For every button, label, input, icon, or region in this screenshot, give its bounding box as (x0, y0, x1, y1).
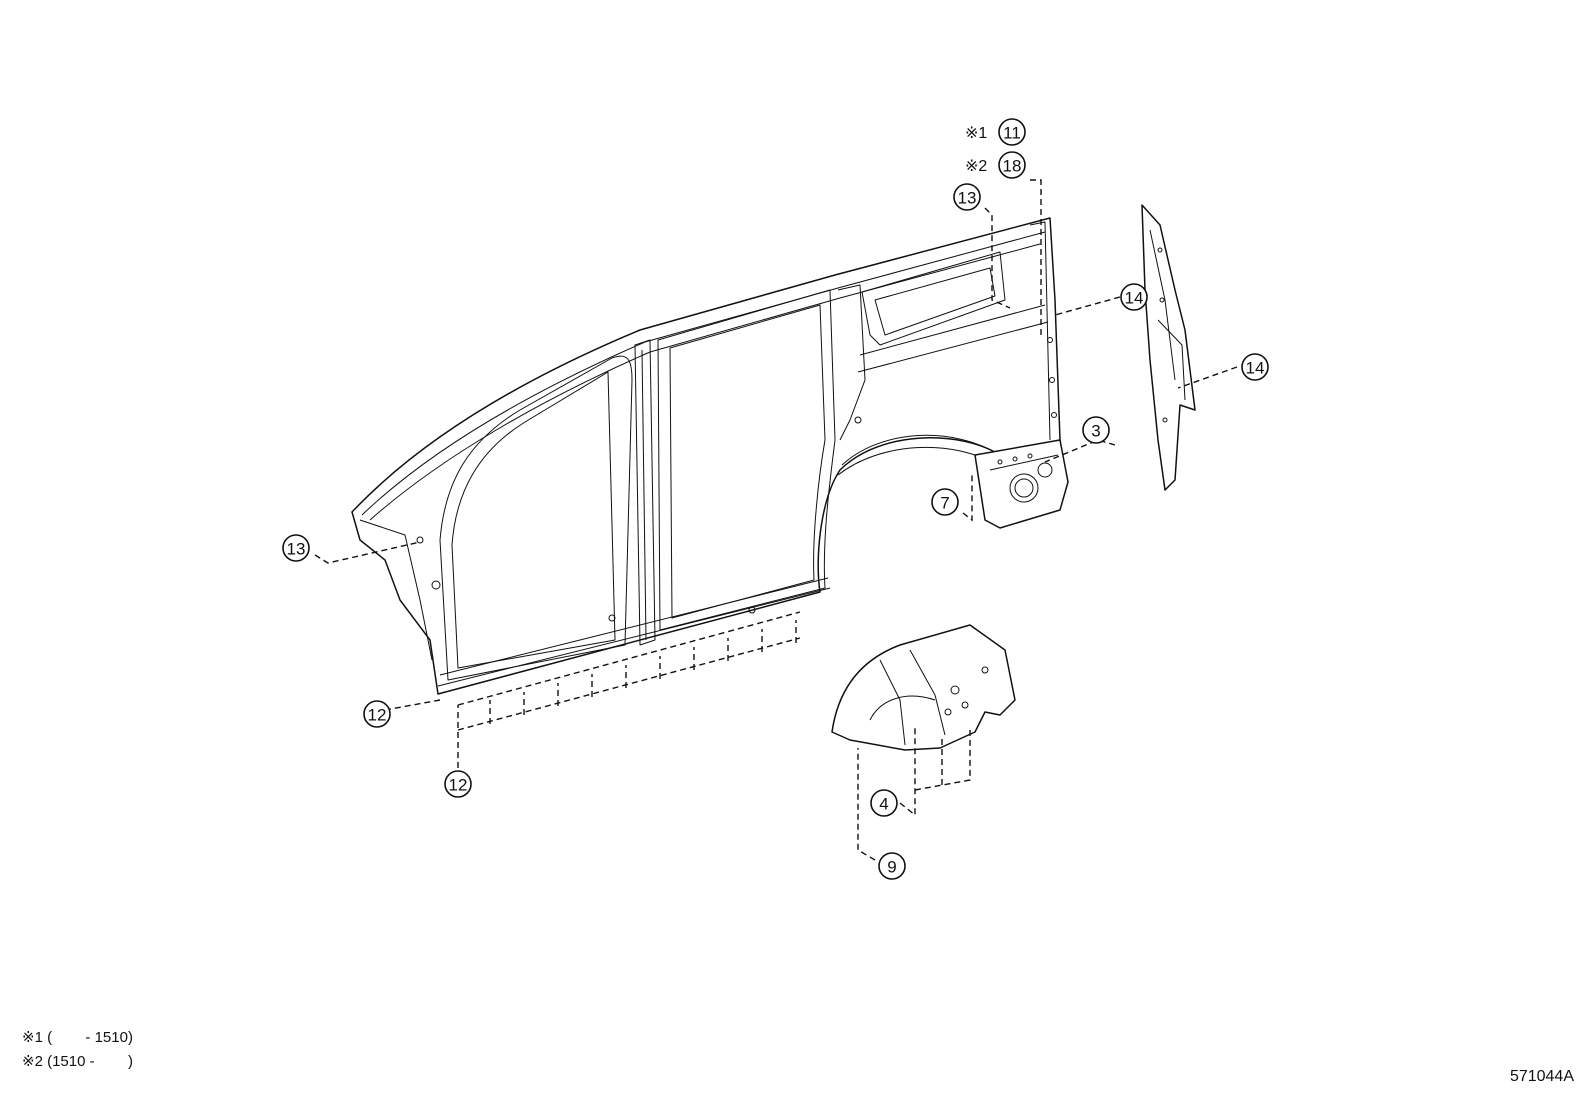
svg-text:9: 9 (887, 858, 896, 877)
callout-3: 3 (1082, 416, 1110, 444)
callout-13-top: 13 (953, 183, 981, 211)
svg-text:18: 18 (1003, 157, 1022, 176)
svg-text:11: 11 (1003, 124, 1021, 143)
svg-text:14: 14 (1246, 359, 1265, 378)
callout-12-lower: 12 (444, 770, 472, 798)
wheelhouse-inner-panel (831, 624, 1016, 751)
svg-text:14: 14 (1125, 289, 1144, 308)
svg-text:12: 12 (449, 776, 468, 795)
callout-13-left: 13 (282, 534, 310, 562)
prefix-note-2: ※2 (965, 158, 987, 175)
callout-11: 11 (998, 118, 1026, 146)
side-outer-panel (351, 217, 1069, 695)
svg-text:7: 7 (940, 494, 949, 513)
footnote-1: ※1 ( - 1510) (22, 1029, 133, 1046)
callout-18: 18 (998, 151, 1026, 179)
svg-text:4: 4 (879, 795, 888, 814)
callout-14-lower: 14 (1241, 353, 1269, 381)
svg-text:13: 13 (287, 540, 306, 559)
svg-text:13: 13 (958, 189, 977, 208)
callout-14-upper: 14 (1120, 283, 1148, 311)
callout-12-sill: 12 (363, 700, 391, 728)
footnote-2: ※2 (1510 - ) (22, 1053, 133, 1070)
callout-9: 9 (878, 852, 906, 880)
svg-text:3: 3 (1091, 422, 1100, 441)
prefix-note-1: ※1 (965, 125, 987, 142)
svg-text:12: 12 (368, 706, 387, 725)
callout-7: 7 (931, 488, 959, 516)
rear-pillar-panel (1141, 204, 1196, 491)
leader-lines (314, 179, 1238, 861)
callout-4: 4 (870, 789, 898, 817)
illustration-code: 571044A (1509, 1068, 1574, 1085)
